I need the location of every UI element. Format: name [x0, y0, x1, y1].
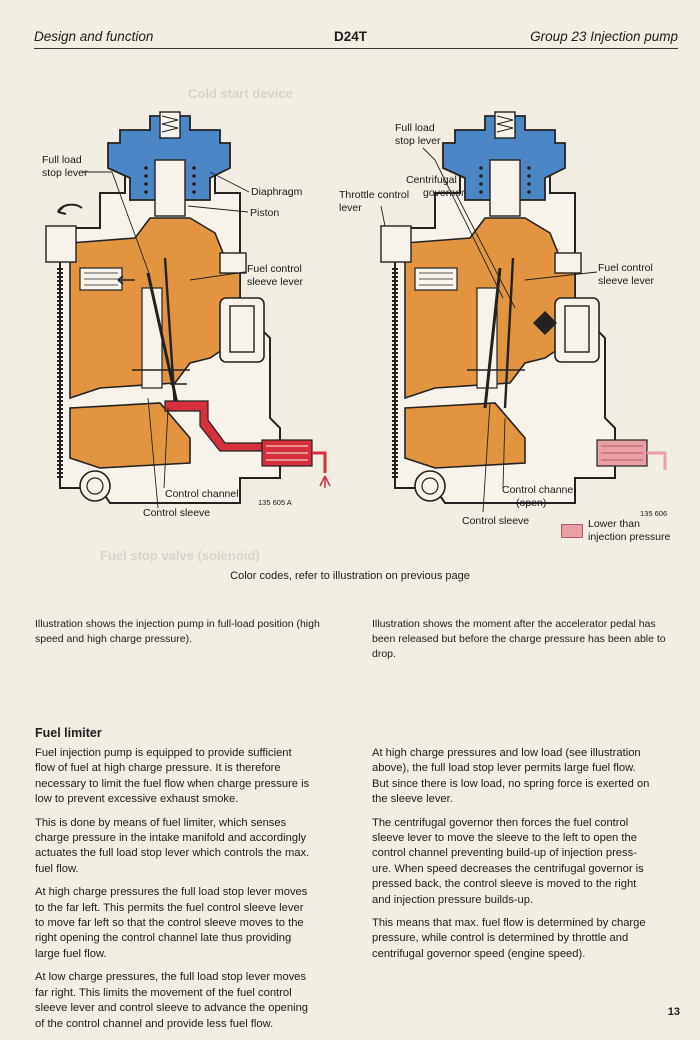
intro-left: Illustration shows the injection pump in…	[35, 618, 320, 645]
header-group: Group 23 Injection pump	[530, 29, 678, 44]
paragraph: This means that max. fuel flow is determ…	[372, 917, 646, 960]
paragraph: The centrifugal governor then forces the…	[372, 816, 644, 906]
label-governor-word: governor	[423, 186, 465, 199]
header-model: D24T	[334, 29, 368, 44]
label-control-sleeve-left: Control sleeve	[143, 507, 211, 519]
body-left-column: Fuel injection pump is equipped to provi…	[35, 746, 345, 1040]
label-diaphragm: Diaphragm	[251, 186, 303, 198]
label-piston: Piston	[250, 207, 280, 219]
paragraph: Fuel injection pump is equipped to provi…	[35, 747, 310, 806]
body-right-column: At high charge pressures and low load (s…	[372, 746, 682, 970]
label-control-sleeve-right: Control sleeve	[462, 515, 530, 527]
page-header: Design and function D24T Group 23 Inject…	[34, 28, 678, 49]
paragraph: At low charge pressures, the full load s…	[35, 971, 309, 1030]
show-through-heading-2: Fuel stop valve (solenoid)	[100, 548, 260, 563]
paragraph: This is done by means of fuel limiter, w…	[35, 816, 310, 875]
header-section: Design and function	[34, 29, 154, 44]
section-title-fuel-limiter: Fuel limiter	[35, 726, 102, 740]
part-number-right: 135 606	[640, 509, 668, 518]
intro-right: Illustration shows the moment after the …	[372, 618, 666, 660]
legend-swatch-low-pressure	[561, 524, 583, 538]
pump-diagram-full-load	[45, 111, 331, 509]
label-control-channel-left: Control channel	[165, 488, 239, 500]
part-number-left: 135 605 A	[258, 498, 292, 507]
paragraph: At high charge pressures and low load (s…	[372, 747, 650, 806]
pump-diagram-pedal-released	[380, 111, 667, 513]
paragraph: At high charge pressures the full load s…	[35, 886, 308, 960]
label-control-channel-open: Control channel(open)	[502, 484, 576, 509]
show-through-heading-1: Cold start device	[188, 86, 293, 101]
page-number: 13	[667, 1006, 680, 1018]
figure-caption: Color codes, refer to illustration on pr…	[230, 570, 470, 582]
